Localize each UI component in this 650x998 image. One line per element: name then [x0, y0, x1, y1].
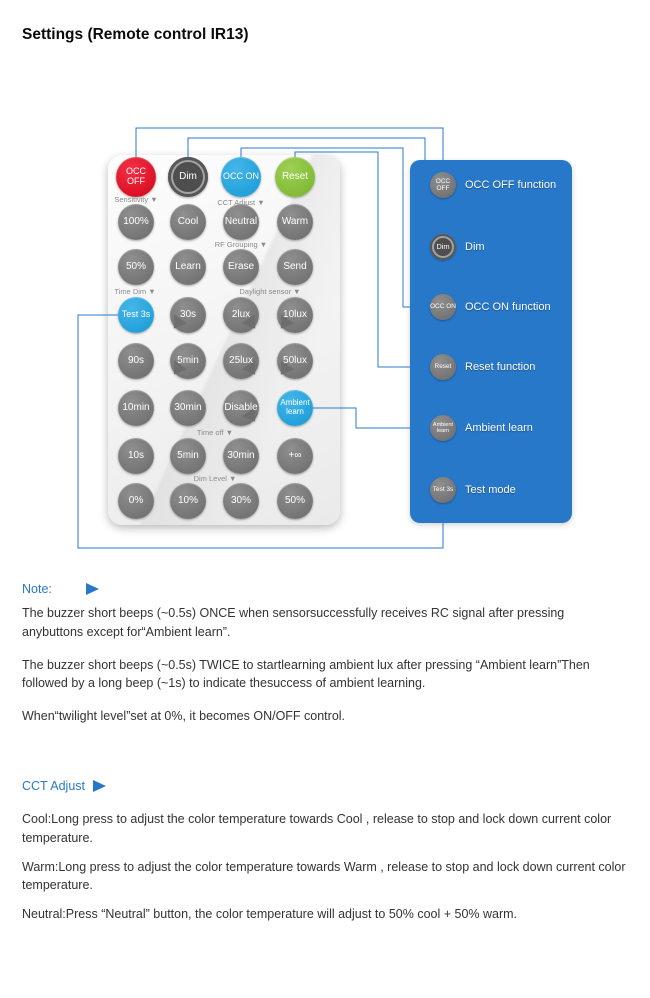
- time-off-10s-button[interactable]: 10s: [118, 438, 154, 474]
- legend-panel: OCC OFF OCC OFF function Dim Dim OCC ON …: [410, 160, 572, 523]
- daylight-10lux-button[interactable]: 10lux: [277, 297, 313, 333]
- occ-on-button[interactable]: OCC ON: [221, 157, 261, 197]
- neutral-button[interactable]: Neutral: [223, 204, 259, 240]
- test-button[interactable]: Test 3s: [118, 297, 154, 333]
- reset-icon: Reset: [430, 354, 456, 380]
- cool-button[interactable]: Cool: [170, 204, 206, 240]
- occ-on-icon: OCC ON: [430, 294, 456, 320]
- daylight-50lux-button[interactable]: 50lux: [277, 343, 313, 379]
- erase-button[interactable]: Erase: [223, 249, 259, 285]
- legend-label-occ-on: OCC ON function: [465, 301, 551, 313]
- legend-item-ambient-learn: Ambient learn Ambient learn: [430, 415, 533, 441]
- cct-paragraph: Warm:Long press to adjust the color temp…: [22, 859, 626, 893]
- legend-label-test-mode: Test mode: [465, 484, 516, 496]
- ambient-learn-button[interactable]: Ambient learn: [277, 390, 313, 426]
- legend-label-ambient-learn: Ambient learn: [465, 422, 533, 434]
- cct-heading-text: CCT Adjust: [22, 779, 85, 793]
- time-dim-10min-button[interactable]: 10min: [118, 390, 154, 426]
- cct-paragraph: Neutral:Press “Neutral” button, the colo…: [22, 907, 518, 921]
- time-off-infinite-button[interactable]: +∞: [277, 438, 313, 474]
- dim-icon: Dim: [430, 234, 456, 260]
- sensitivity-label: Sensitivity ▼: [114, 195, 158, 204]
- time-dim-90s-button[interactable]: 90s: [118, 343, 154, 379]
- cct-section: Cool:Long press to adjust the color temp…: [22, 810, 634, 934]
- sensitivity-50-button[interactable]: 50%: [118, 249, 154, 285]
- send-button[interactable]: Send: [277, 249, 313, 285]
- legend-item-occ-on: OCC ON OCC ON function: [430, 294, 551, 320]
- time-dim-30min-button[interactable]: 30min: [170, 390, 206, 426]
- cct-heading: CCT Adjust: [22, 779, 106, 793]
- learn-button[interactable]: Learn: [170, 249, 206, 285]
- note-section: The buzzer short beeps (~0.5s) ONCE when…: [22, 604, 628, 740]
- test-mode-icon: Test 3s: [430, 477, 456, 503]
- legend-label-occ-off: OCC OFF function: [465, 179, 557, 191]
- cct-paragraph: Cool:Long press to adjust the color temp…: [22, 812, 612, 845]
- time-off-5min-button[interactable]: 5min: [170, 438, 206, 474]
- daylight-disable-button[interactable]: Disable: [223, 390, 259, 426]
- arrow-icon: [93, 780, 106, 792]
- time-off-label: Time off ▼: [196, 428, 234, 437]
- note-heading-text: Note:: [22, 582, 52, 596]
- note-paragraph: When“twilight level”set at 0%, it become…: [22, 709, 346, 723]
- daylight-2lux-button[interactable]: 2lux: [223, 297, 259, 333]
- note-paragraph: The buzzer short beeps (~0.5s) TWICE to …: [22, 657, 590, 691]
- arrow-icon: [85, 583, 99, 595]
- legend-label-reset: Reset function: [465, 361, 536, 373]
- time-off-30min-button[interactable]: 30min: [223, 438, 259, 474]
- reset-button[interactable]: Reset: [275, 157, 315, 197]
- legend-item-occ-off: OCC OFF OCC OFF function: [430, 172, 556, 198]
- ambient-learn-icon: Ambient learn: [430, 415, 456, 441]
- legend-item-reset: Reset Reset function: [430, 354, 535, 380]
- rf-grouping-label: RF Grouping ▼: [214, 240, 268, 249]
- legend-label-dim: Dim: [465, 241, 485, 253]
- note-paragraph: The buzzer short beeps (~0.5s) ONCE when…: [22, 606, 565, 639]
- occ-off-icon: OCC OFF: [430, 172, 456, 198]
- legend-item-test-mode: Test 3s Test mode: [430, 477, 516, 503]
- dim-level-0-button[interactable]: 0%: [118, 483, 154, 519]
- occ-off-button[interactable]: OCC OFF: [116, 157, 156, 197]
- dim-button[interactable]: Dim: [168, 157, 208, 197]
- warm-button[interactable]: Warm: [277, 204, 313, 240]
- sensitivity-100-button[interactable]: 100%: [118, 204, 154, 240]
- legend-item-dim: Dim Dim: [430, 234, 485, 260]
- daylight-25lux-button[interactable]: 25lux: [223, 343, 259, 379]
- time-dim-5min-button[interactable]: 5min: [170, 343, 206, 379]
- dim-level-10-button[interactable]: 10%: [170, 483, 206, 519]
- dim-level-50-button[interactable]: 50%: [277, 483, 313, 519]
- daylight-sensor-label: Daylight sensor ▼: [239, 287, 301, 296]
- remote-control: OCC OFF Dim OCC ON Reset Sensitivity ▼ C…: [108, 155, 340, 525]
- dim-level-30-button[interactable]: 30%: [223, 483, 259, 519]
- dim-level-label: Dim Level ▼: [193, 474, 237, 483]
- note-heading: Note:: [22, 582, 99, 596]
- time-dim-label: Time Dim ▼: [114, 287, 156, 296]
- time-dim-30s-button[interactable]: 30s: [170, 297, 206, 333]
- page-title: Settings (Remote control IR13): [22, 26, 249, 43]
